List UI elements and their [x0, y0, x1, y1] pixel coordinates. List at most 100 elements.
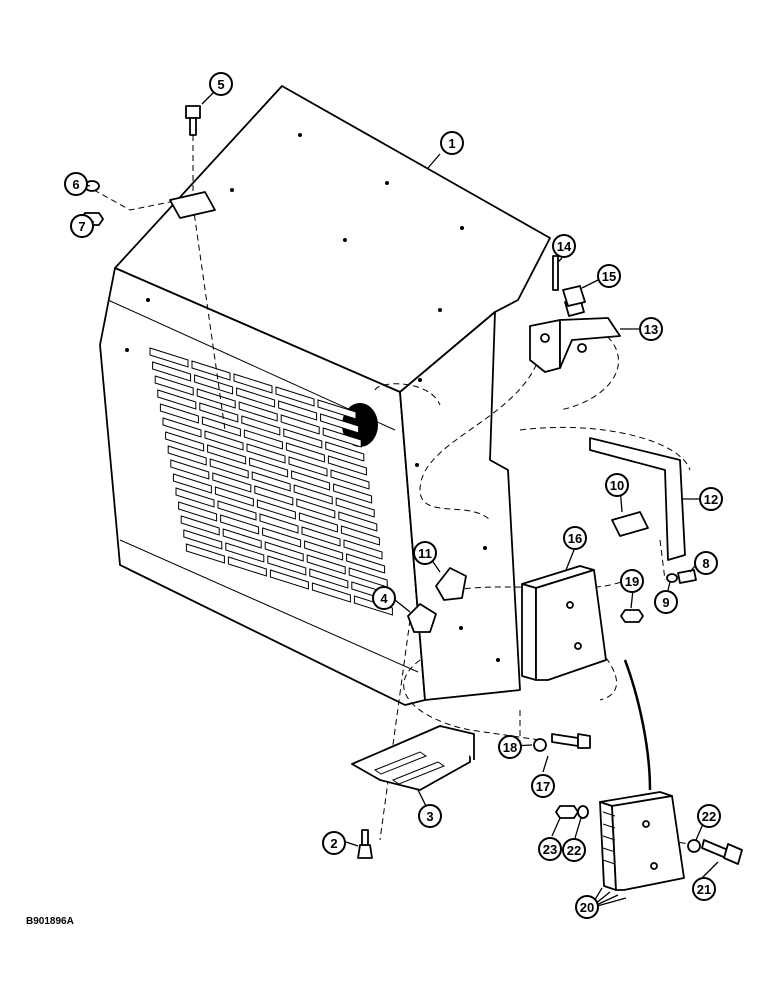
callout-number: 4 — [380, 591, 388, 606]
bolt-2 — [357, 844, 373, 859]
callout-circle — [697, 804, 721, 828]
grille-louver — [327, 455, 367, 476]
grille-louver — [233, 373, 273, 394]
callout-9: 9 — [654, 590, 678, 614]
washer-22-left — [577, 805, 589, 819]
bracket-3 — [351, 725, 475, 791]
callout-19: 19 — [620, 569, 644, 593]
grille-louvers — [149, 347, 393, 616]
callout-number: 22 — [702, 809, 716, 824]
callout-13: 13 — [639, 317, 663, 341]
callout-number: 1 — [448, 136, 455, 151]
grille-louver — [285, 442, 325, 463]
grille-louver — [170, 459, 210, 480]
grille-louver — [275, 386, 315, 407]
grille-louver — [251, 471, 291, 492]
grille-louver — [236, 387, 276, 408]
grille-louver — [238, 401, 278, 422]
callout-12: 12 — [699, 487, 723, 511]
grille-louver — [309, 568, 349, 589]
grille-louver — [343, 539, 383, 560]
nut-23 — [555, 805, 579, 819]
callout-circle — [654, 590, 678, 614]
screw-8 — [677, 569, 697, 584]
grille-louver — [212, 472, 252, 493]
grille-louver — [333, 483, 373, 504]
callout-circle — [440, 131, 464, 155]
grille-louver — [196, 388, 236, 409]
callout-number: 17 — [536, 779, 550, 794]
grille-housing — [99, 85, 551, 706]
grille-louver — [165, 431, 205, 452]
bolt-2-shank — [361, 829, 369, 846]
mounting-tab — [169, 191, 216, 219]
grille-louver — [241, 415, 281, 436]
grille-louver — [227, 556, 267, 577]
callout-number: 19 — [625, 574, 639, 589]
cable — [623, 659, 652, 791]
grille-louver — [209, 458, 249, 479]
callout-number: 6 — [72, 177, 79, 192]
grille-louver — [149, 347, 189, 368]
callout-circle — [552, 234, 576, 258]
grille-louver — [298, 512, 338, 533]
callout-number: 5 — [217, 77, 224, 92]
callout-number: 13 — [644, 322, 658, 337]
callout-number: 23 — [543, 842, 557, 857]
callout-circle — [209, 72, 233, 96]
grille-louver — [304, 540, 344, 561]
spring-15 — [562, 285, 586, 307]
callout-circle — [538, 837, 562, 861]
grille-louver — [222, 528, 262, 549]
callout-number: 22 — [567, 843, 581, 858]
callout-14: 14 — [552, 234, 576, 258]
callout-8: 8 — [694, 551, 718, 575]
grille-louver — [225, 542, 265, 563]
callout-3: 3 — [418, 804, 442, 828]
grille-louver — [325, 441, 365, 462]
grille-louver — [243, 429, 283, 450]
callout-17: 17 — [531, 774, 555, 798]
callout-15: 15 — [597, 264, 621, 288]
grille-louver — [180, 515, 220, 536]
callout-21: 21 — [692, 877, 716, 901]
callout-circle — [694, 551, 718, 575]
grille-louver — [291, 470, 331, 491]
callout-circle — [322, 831, 346, 855]
grille-louver — [267, 555, 307, 576]
grille-louver — [283, 428, 323, 449]
callout-circle — [418, 804, 442, 828]
callout-circle — [620, 569, 644, 593]
grille-louver — [346, 553, 386, 574]
callout-20: 20 — [575, 895, 599, 919]
nut-19 — [620, 609, 644, 623]
grille-louver — [330, 469, 370, 490]
grille-louver — [217, 500, 257, 521]
callout-circle — [597, 264, 621, 288]
callout-circle — [692, 877, 716, 901]
bolt-21 — [701, 839, 743, 865]
callout-number: 7 — [78, 219, 85, 234]
callout-18: 18 — [498, 735, 522, 759]
grille-louver — [254, 485, 294, 506]
washer-22-right — [687, 839, 701, 853]
grille-louver — [204, 430, 244, 451]
callout-circle — [372, 586, 396, 610]
callout-number: 9 — [662, 595, 669, 610]
callout-number: 3 — [426, 809, 433, 824]
callout-circle — [575, 895, 599, 919]
weight-stack-20 — [599, 791, 685, 891]
callout-number: 15 — [602, 269, 616, 284]
grille-louver — [306, 554, 346, 575]
grille-louver — [317, 399, 357, 420]
grille-louver — [159, 403, 199, 424]
grille-louver — [340, 525, 380, 546]
grille-louver — [264, 541, 304, 562]
grille-louver — [207, 444, 247, 465]
callout-number: 16 — [568, 531, 582, 546]
callout-6: 6 — [64, 172, 88, 196]
grille-louver — [320, 413, 360, 434]
washer-9 — [666, 573, 678, 583]
hinge-bracket-13 — [529, 297, 621, 373]
callout-number: 20 — [580, 900, 594, 915]
